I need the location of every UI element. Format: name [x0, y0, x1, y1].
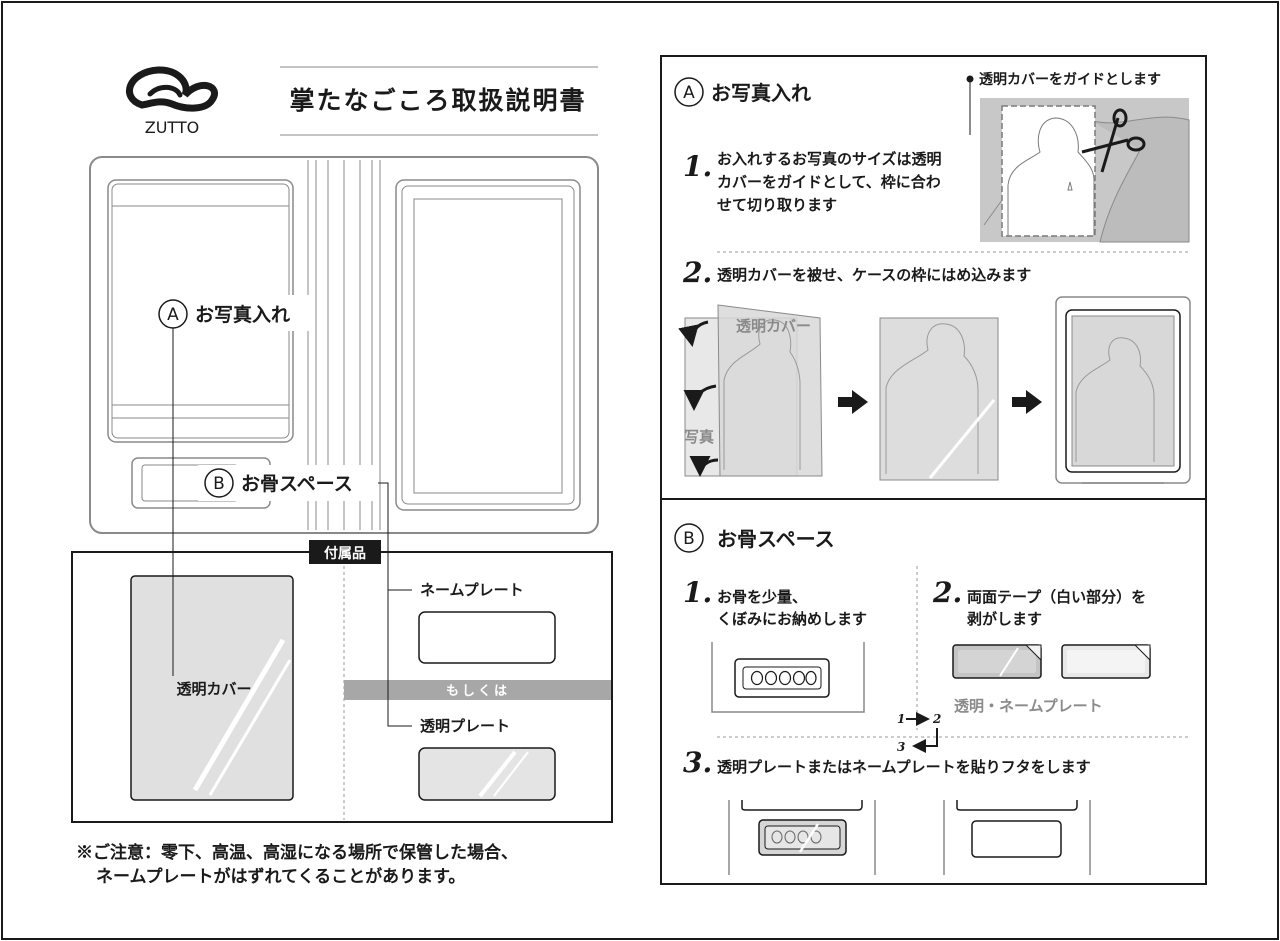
accessories-badge: 付属品 — [309, 540, 381, 564]
overview-label-bone: B お骨スペース — [198, 465, 378, 501]
photo-label: 写真 — [684, 428, 714, 446]
overview-label-photo: A お写真入れ — [150, 295, 310, 331]
fitted-case-stage — [1055, 296, 1191, 484]
section-a-title: お写真入れ — [711, 81, 811, 105]
bone-cavity-illustration — [711, 642, 865, 713]
scissors-icon — [1081, 108, 1146, 173]
overview-mark-b: B — [213, 474, 225, 494]
section-a-step2-number: 2. — [682, 256, 712, 289]
name-plate-label: ネームプレート — [420, 581, 524, 599]
svg-text:B: B — [683, 529, 695, 549]
section-a-step1-line2: カバーをガイドとして、枠に合わ — [717, 173, 941, 191]
section-b-step2-line2: 剥がします — [967, 610, 1042, 628]
peel-clear-plate — [952, 644, 1042, 679]
svg-text:3: 3 — [897, 740, 905, 754]
clear-cover-label: 透明カバー — [176, 680, 251, 698]
svg-text:もしくは: もしくは — [446, 684, 510, 699]
attach-clear-plate-illustration — [728, 800, 876, 875]
overview-mark-a: A — [167, 305, 179, 325]
clear-cover-item: 透明カバー — [130, 575, 294, 801]
attach-name-plate-illustration — [943, 800, 1091, 875]
peel-name-plate — [1061, 644, 1151, 679]
section-b-step1-number: 1. — [683, 576, 712, 609]
photo-cut-illustration — [980, 98, 1190, 243]
name-plate-shape — [418, 611, 556, 664]
guide-note: 透明カバーをガイドとします — [979, 72, 1161, 88]
clear-plate-label: 透明プレート — [420, 717, 510, 735]
section-b-step3-number: 3. — [683, 746, 712, 779]
svg-text:2: 2 — [932, 712, 941, 726]
section-a-header: A お写真入れ — [674, 77, 811, 107]
caution-line-1: ※ご注意：零下、高温、高湿になる場所で保管した場合、 — [76, 842, 518, 863]
cover-flip-stage: 写真 透明カバー — [678, 304, 823, 477]
step-order-arrows: 1 2 3 — [897, 712, 941, 754]
cover-label: 透明カバー — [736, 317, 811, 335]
section-b-header: B お骨スペース — [674, 523, 835, 553]
section-b-step1-line2: くぼみにお納めします — [717, 610, 867, 628]
svg-text:付属品: 付属品 — [324, 545, 366, 562]
section-b-title: お骨スペース — [717, 527, 835, 551]
section-a-step1-line1: お入れするお写真のサイズは透明 — [717, 150, 942, 168]
section-b-step1-line1: お骨を少量、 — [717, 588, 807, 606]
overview-label-a: お写真入れ — [195, 303, 290, 326]
arrow-icon-2 — [1012, 390, 1042, 414]
brand-name: ZUTTO — [145, 118, 200, 137]
brand-logo: ZUTTO — [126, 66, 218, 137]
section-a-step1-line3: せて切り取ります — [717, 196, 837, 214]
section-b-step2-line1: 両面テープ（白い部分）を — [967, 588, 1146, 606]
section-b-step2-number: 2. — [932, 576, 962, 609]
connector-b-line — [378, 482, 412, 727]
section-a-step1-number: 1. — [683, 150, 712, 183]
or-band: もしくは — [344, 680, 611, 700]
svg-text:1: 1 — [897, 712, 905, 726]
caution-line-2: ネームプレートがはずれてくることがあります。 — [96, 866, 465, 887]
arrow-icon-1 — [838, 390, 868, 414]
covered-photo-stage — [879, 317, 999, 481]
section-b-step3-text: 透明プレートまたはネームプレートを貼りフタをします — [717, 758, 1091, 776]
section-a-step2-text: 透明カバーを被せ、ケースの枠にはめ込みます — [717, 266, 1031, 284]
plate-caption: 透明・ネームプレート — [954, 697, 1103, 715]
clear-plate-shape — [418, 747, 556, 801]
instructions-panel — [660, 55, 1207, 885]
svg-text:A: A — [683, 83, 695, 103]
page-title: 掌たなごころ取扱説明書 — [289, 86, 586, 115]
overview-label-b: お骨スペース — [241, 473, 353, 495]
